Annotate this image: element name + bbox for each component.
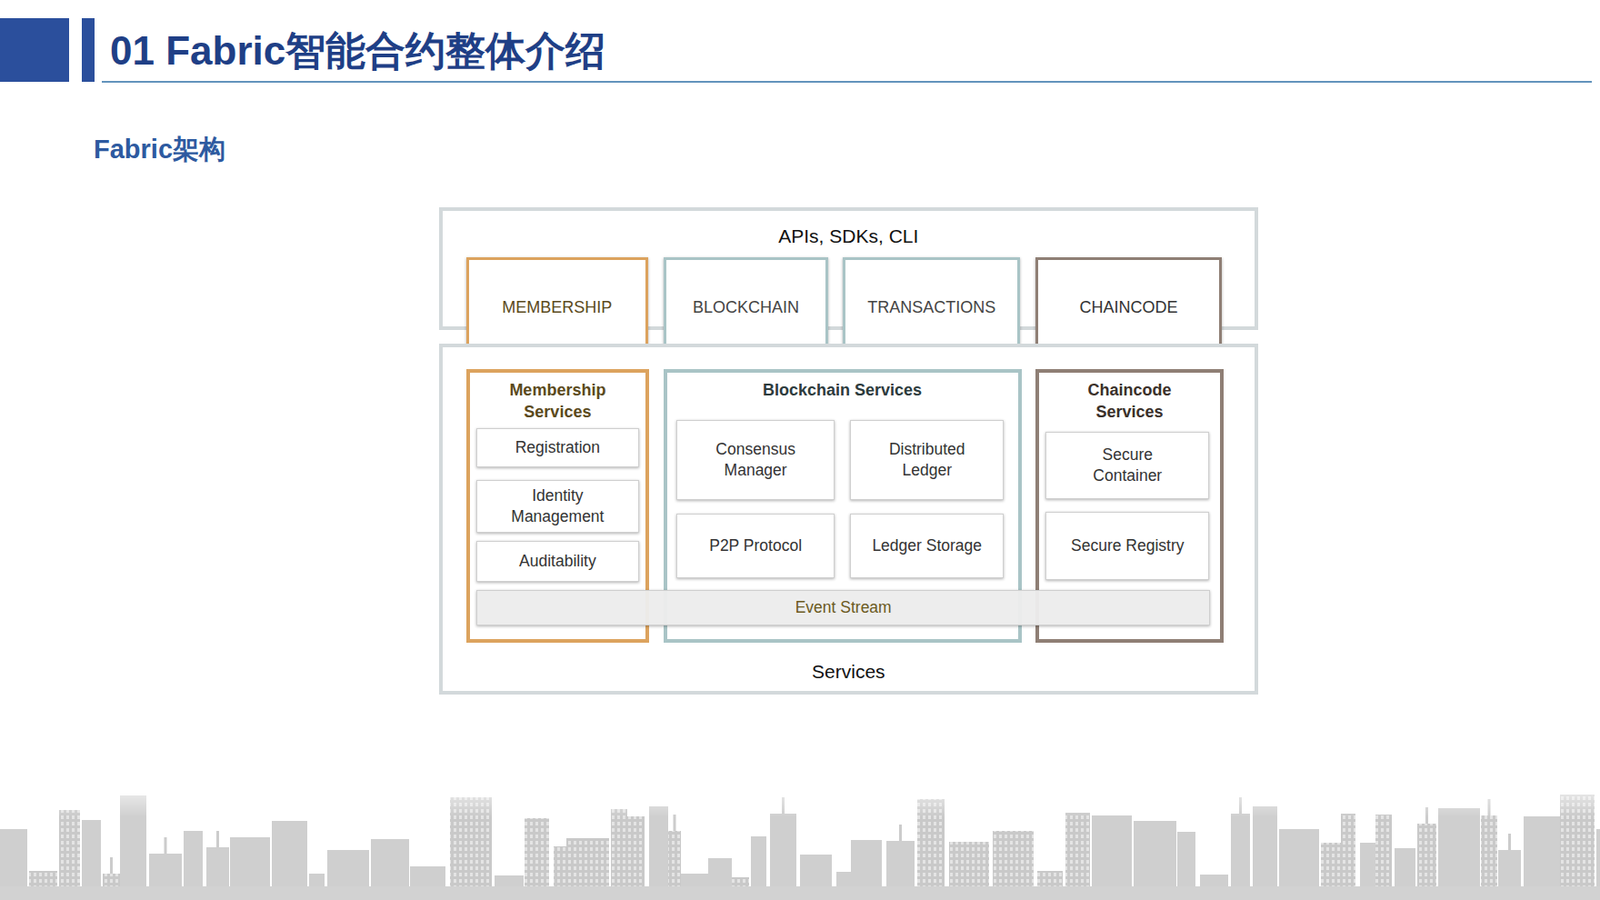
event-band: Event Stream: [476, 590, 1210, 626]
service-box: Auditability: [476, 540, 639, 582]
node-label: Registration: [515, 437, 600, 459]
service-box: Secure Container: [1045, 431, 1210, 500]
node-label: APIs, SDKs, CLI: [778, 223, 919, 249]
node-label: Membership Services: [489, 380, 626, 423]
node-label: Secure Container: [1066, 444, 1190, 487]
node-label: Identity Management: [496, 485, 620, 528]
service-box: Ledger Storage: [850, 513, 1004, 580]
service-box: Registration: [476, 428, 639, 468]
node-label: TRANSACTIONS: [867, 297, 996, 319]
node-label: Auditability: [519, 550, 597, 572]
service-box: P2P Protocol: [676, 513, 835, 580]
skyline-fade: [0, 772, 1600, 900]
header-block: [0, 18, 70, 82]
layer-band: APIs, SDKs, CLI MEMBERSHIP BLOCKCHAIN TRANS…: [439, 207, 1259, 330]
node-label: MEMBERSHIP: [501, 297, 612, 319]
node-label: Event Stream: [795, 597, 892, 619]
node-label: Chaincode Services: [1061, 380, 1199, 423]
service-box: Distributed Ledger: [850, 420, 1004, 500]
node-label: P2P Protocol: [709, 535, 802, 557]
service-box: Identity Management: [476, 480, 639, 533]
node-label: CHAINCODE: [1079, 297, 1178, 319]
node-label: Consensus Manager: [694, 439, 818, 481]
node-label: BLOCKCHAIN: [692, 297, 800, 319]
slide-title: 01 Fabric智能合约整体介绍: [110, 24, 606, 79]
service-box: Consensus Manager: [676, 420, 835, 500]
node-label: Ledger Storage: [871, 535, 982, 557]
service-box: Secure Registry: [1045, 511, 1210, 580]
section-heading: Fabric架构: [93, 131, 226, 169]
node-label: Distributed Ledger: [865, 439, 989, 481]
node-label: Blockchain Services: [762, 380, 922, 401]
header-rule: [101, 80, 1592, 83]
node-label: Services: [811, 659, 886, 684]
node-label: Secure Registry: [1070, 535, 1185, 557]
layer-band: Services Membership ServicesRegistrationI…: [439, 343, 1259, 695]
header-bar: [81, 18, 95, 82]
